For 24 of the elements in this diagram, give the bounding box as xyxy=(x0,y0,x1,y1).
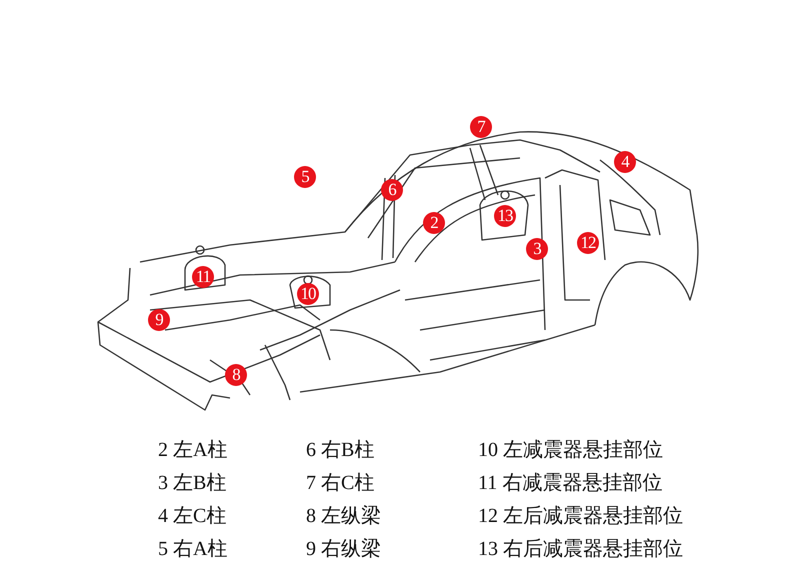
callout-number: 7 xyxy=(470,116,492,138)
key-entry: 7 右C柱 xyxy=(306,471,374,495)
callout-number: 4 xyxy=(614,151,636,173)
callout-number: 9 xyxy=(148,309,170,331)
key-entry: 6 右B柱 xyxy=(306,438,374,462)
callout-number: 13 xyxy=(494,205,516,227)
key-entry: 3 左B柱 xyxy=(158,471,226,495)
callout-number: 12 xyxy=(577,232,599,254)
key-entry: 13 右后减震器悬挂部位 xyxy=(478,537,683,561)
callout-number: 3 xyxy=(526,238,548,260)
key-entry: 11 右减震器悬挂部位 xyxy=(478,471,662,495)
callout-number: 8 xyxy=(225,364,247,386)
key-entry: 5 右A柱 xyxy=(158,537,228,561)
key-entry: 9 右纵梁 xyxy=(306,537,381,561)
key-entry: 2 左A柱 xyxy=(158,438,228,462)
callout-number: 11 xyxy=(192,266,214,288)
callout-number: 10 xyxy=(297,283,319,305)
key-entry: 10 左减震器悬挂部位 xyxy=(478,438,663,462)
key-entry: 8 左纵梁 xyxy=(306,504,381,528)
key-entry: 4 左C柱 xyxy=(158,504,226,528)
key-entry: 12 左后减震器悬挂部位 xyxy=(478,504,683,528)
callout-number: 2 xyxy=(423,212,445,234)
callout-number: 5 xyxy=(294,166,316,188)
callout-number: 6 xyxy=(381,179,403,201)
